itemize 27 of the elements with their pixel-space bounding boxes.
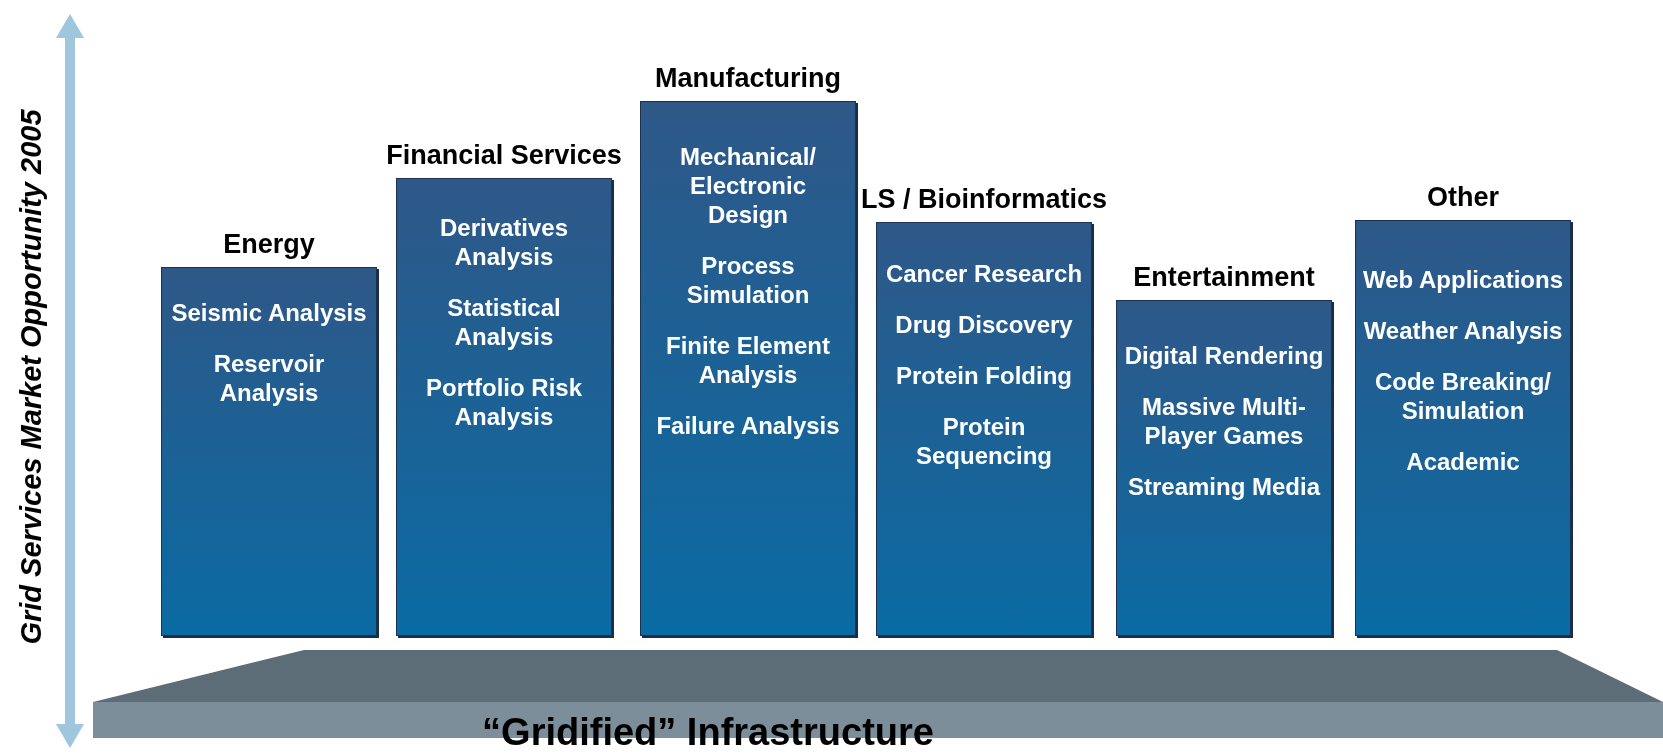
application-label: Reservoir Analysis [212,349,326,407]
column-heading: Manufacturing [654,63,842,94]
application-label: Protein Sequencing [915,412,1053,470]
application-label: Portfolio Risk Analysis [425,373,583,431]
application-label: Process Simulation [685,251,811,309]
application-label: Drug Discovery [894,310,1074,339]
column-heading: LS / Bioinformatics [859,184,1108,215]
application-label: Web Applications [1362,265,1564,294]
column-heading: Other [1426,182,1500,213]
application-label: Statistical Analysis [446,293,562,351]
axis-label: Grid Services Market Opportunity 2005 [14,108,48,647]
application-label: Code Breaking/ Simulation [1373,367,1552,425]
application-label: Failure Analysis [655,411,841,440]
application-label: Derivatives Analysis [438,213,570,271]
application-label: Weather Analysis [1362,316,1564,345]
column-heading: Entertainment [1132,262,1316,293]
application-label: Academic [1405,447,1521,476]
application-label: Finite Element Analysis [665,331,831,389]
application-label: Cancer Research [884,259,1084,288]
application-label: Streaming Media [1126,472,1322,501]
application-label: Seismic Analysis [170,298,368,327]
application-label: Massive Multi-Player Games [1140,392,1307,450]
column-heading: Financial Services [385,140,623,171]
application-label: Protein Folding [895,361,1073,390]
application-label: Digital Rendering [1123,341,1325,370]
column-heading: Energy [222,229,316,260]
application-label: Mechanical/ Electronic Design [678,142,818,229]
